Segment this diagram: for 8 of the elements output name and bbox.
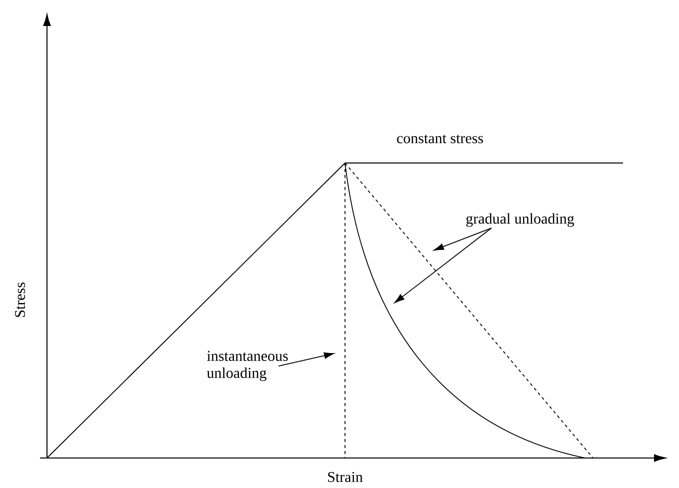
leader-arrow	[394, 228, 492, 304]
annotation-text: gradual unloading	[466, 213, 574, 227]
annotation-text: instantaneous unloading	[206, 350, 288, 382]
leader-arrow	[434, 228, 492, 251]
axis-label: Stress	[14, 282, 26, 317]
axis-label: Strain	[328, 472, 363, 482]
line-label: constant stress	[397, 134, 483, 144]
leader-arrow	[278, 352, 334, 366]
